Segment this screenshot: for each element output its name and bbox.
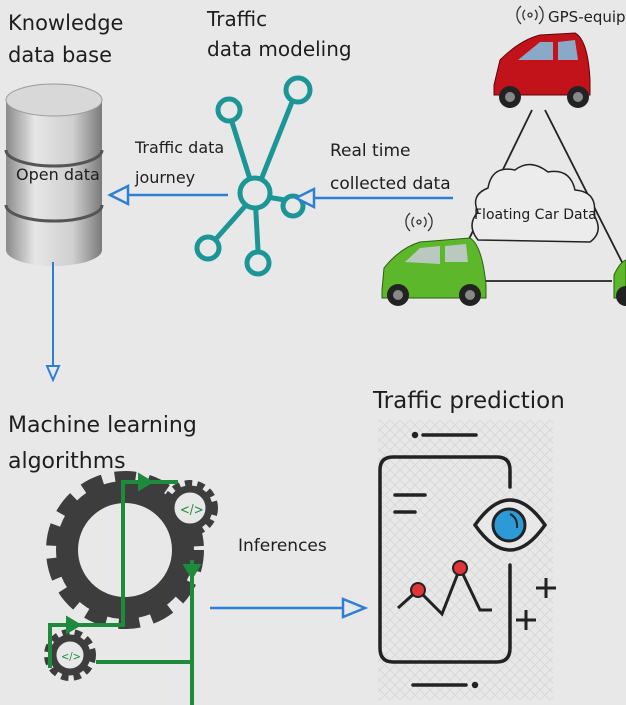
- arrow-realtime: [293, 186, 453, 210]
- open-data-label: Open data: [16, 165, 100, 184]
- plus-icon: [516, 578, 556, 630]
- car-icon-green-partial: [613, 259, 626, 306]
- journey-label-line2: journey: [134, 168, 195, 187]
- ml-title-line1: Machine learning: [8, 413, 197, 438]
- arrow-journey: [107, 183, 228, 207]
- prediction-title: Traffic prediction: [372, 388, 565, 414]
- realtime-label-line2: collected data: [330, 174, 451, 194]
- modeling-title-line2: data modeling: [207, 37, 352, 61]
- line-chart-icon: [396, 560, 492, 617]
- gear-icon-small-bottom: </>: [44, 629, 96, 681]
- ml-title-line2: algorithms: [8, 449, 126, 474]
- cloud-icon: [471, 163, 599, 243]
- code-glyph: </>: [61, 650, 81, 663]
- floating-car-data-label: Floating Car Data: [474, 207, 597, 223]
- arrow-to-ml: [45, 262, 61, 383]
- knowledge-title-line2: data base: [8, 43, 112, 67]
- knowledge-title-line1: Knowledge: [8, 11, 123, 35]
- inferences-label: Inferences: [238, 536, 327, 556]
- database-icon: [4, 83, 104, 266]
- gear-icon-small-top: </>: [162, 480, 218, 536]
- car-icon-red: [493, 32, 591, 108]
- modeling-title-line1: Traffic: [206, 7, 267, 31]
- car-icon-green: [381, 237, 487, 306]
- realtime-label-line1: Real time: [330, 141, 410, 161]
- gps-equip-label: GPS-equip: [548, 8, 626, 26]
- signal-icon: [405, 212, 433, 232]
- code-glyph: </>: [180, 503, 204, 518]
- hatch-background: [378, 420, 553, 700]
- eye-icon: [472, 498, 548, 552]
- green-flow-bottom: [96, 565, 194, 664]
- journey-label-line1: Traffic data: [134, 138, 224, 157]
- signal-icon: [516, 5, 544, 25]
- phone-icon: [378, 431, 512, 689]
- network-hub-icon: [194, 75, 313, 277]
- arrow-inferences: [210, 597, 369, 619]
